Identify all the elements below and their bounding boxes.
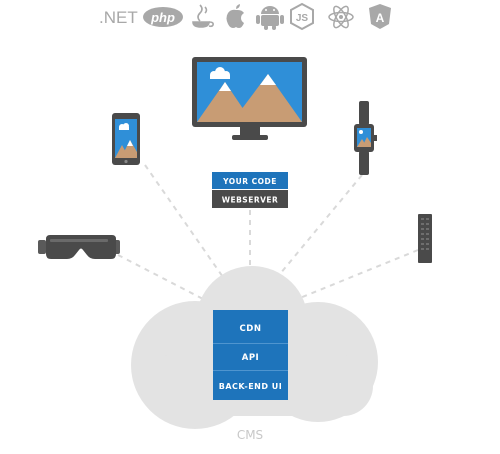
monitor-icon — [192, 57, 307, 140]
connector-vr — [117, 254, 206, 301]
backend-ui-block — [213, 371, 288, 400]
java-icon — [192, 4, 214, 28]
nodejs-icon: JS — [290, 2, 314, 31]
svg-text:A: A — [376, 11, 385, 25]
connector-device — [294, 249, 419, 301]
svg-text:php: php — [150, 10, 175, 25]
cdn-label: CDN — [240, 324, 262, 334]
your-code-block — [212, 172, 288, 189]
webserver-label: WEBSERVER — [222, 196, 279, 205]
vr-headset-icon — [38, 235, 120, 259]
android-icon — [256, 6, 284, 30]
apple-icon — [226, 4, 244, 29]
backend-ui-label: BACK-END UI — [219, 382, 283, 391]
media-device-icon — [418, 214, 432, 263]
cms-label: CMS — [237, 428, 263, 442]
webserver-block — [212, 190, 288, 208]
connector-lines — [117, 164, 419, 301]
svg-text:JS: JS — [296, 13, 309, 24]
dotnet-logo: .NET — [99, 8, 138, 27]
smartwatch-icon — [354, 101, 377, 175]
cms-stack: CDN API BACK-END UI — [213, 310, 288, 400]
tech-logo-row: .NET php JS — [99, 2, 391, 31]
connector-watch — [274, 174, 363, 281]
api-block — [213, 344, 288, 370]
angular-icon: A — [369, 4, 391, 29]
phone-icon — [112, 113, 140, 165]
code-stack: YOUR CODE WEBSERVER — [212, 172, 288, 208]
react-icon — [328, 5, 354, 29]
cdn-block — [213, 310, 288, 343]
your-code-label: YOUR CODE — [222, 177, 277, 186]
connector-phone — [144, 164, 226, 281]
api-label: API — [242, 353, 259, 363]
php-logo: php — [143, 7, 183, 27]
